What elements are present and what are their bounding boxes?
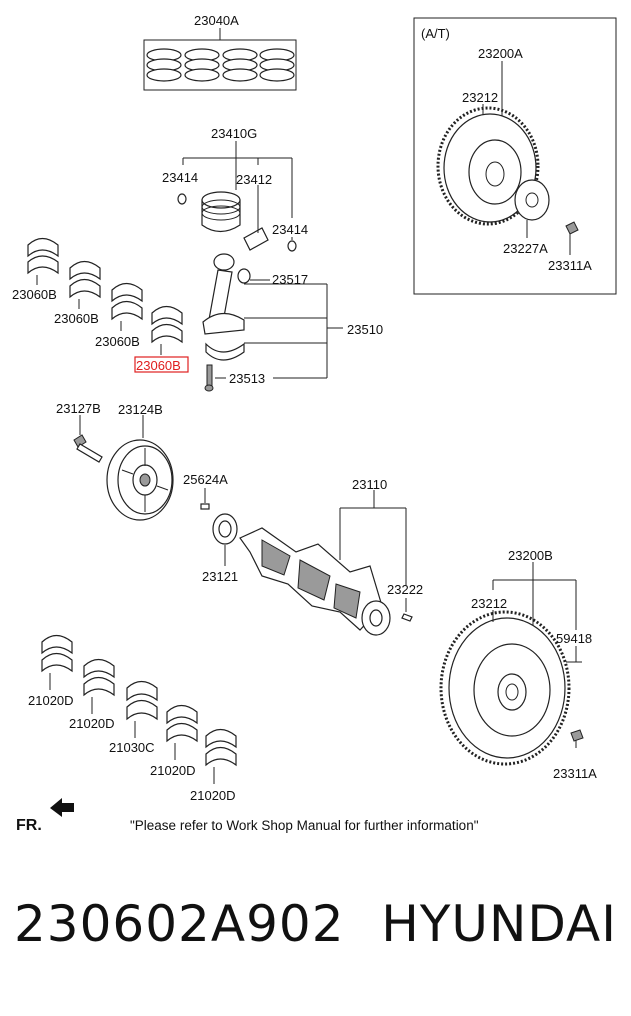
main-bearings [41,634,237,784]
label-23414-top: 23414 [162,170,198,185]
label-23311A-mt: 23311A [553,766,597,781]
label-23060B-3: 23060B [95,334,140,349]
crank-sprocket [200,488,238,566]
label-23060B-highlighted: 23060B [136,358,181,373]
brand-name: HYUNDAI [381,895,617,953]
connecting-rod [202,253,343,392]
crank-pulley [73,415,174,521]
label-23040A: 23040A [194,13,239,28]
label-23127B: 23127B [56,401,101,416]
label-21020D-4: 21020D [190,788,236,803]
label-23200B: 23200B [508,548,553,563]
parts-diagram: 23040A 23410G 23414 23412 23414 [12,13,617,834]
label-21030C: 21030C [109,740,155,755]
highlight-box [134,356,189,373]
workshop-note: "Please refer to Work Shop Manual for fu… [130,818,479,833]
label-23414-bottom: 23414 [272,222,308,237]
label-23121: 23121 [202,569,238,584]
label-23060B-1: 23060B [12,287,57,302]
front-arrow-icon [50,798,74,817]
label-23513: 23513 [229,371,265,386]
label-23227A: 23227A [503,241,548,256]
label-23517: 23517 [272,272,308,287]
piston-assembly [177,141,297,252]
label-25624A: 25624A [183,472,228,487]
label-23510: 23510 [347,322,383,337]
label-23110: 23110 [352,477,387,492]
label-21020D-1: 21020D [28,693,74,708]
footer: 230602A902 HYUNDAI [0,895,631,985]
crankshaft [239,490,413,636]
flywheel-mt [439,562,584,766]
label-23212-at: 23212 [462,90,498,105]
label-23060B-2: 23060B [54,311,99,326]
part-number: 230602A902 [14,895,345,953]
conrod-bearings [27,237,183,355]
label-23222: 23222 [387,582,423,597]
label-23200A: 23200A [478,46,523,61]
at-drive-plate-box [413,17,617,295]
label-21020D-2: 21020D [69,716,115,731]
label-23311A-at: 23311A [548,258,592,273]
label-at: (A/T) [421,26,450,41]
front-label: FR. [16,817,42,834]
label-59418: 59418 [556,631,592,646]
label-23212-mt: 23212 [471,596,507,611]
label-23124B: 23124B [118,402,163,417]
label-23410G: 23410G [211,126,257,141]
label-23412: 23412 [236,172,272,187]
piston-ring-set [143,28,297,91]
label-21020D-3: 21020D [150,763,196,778]
